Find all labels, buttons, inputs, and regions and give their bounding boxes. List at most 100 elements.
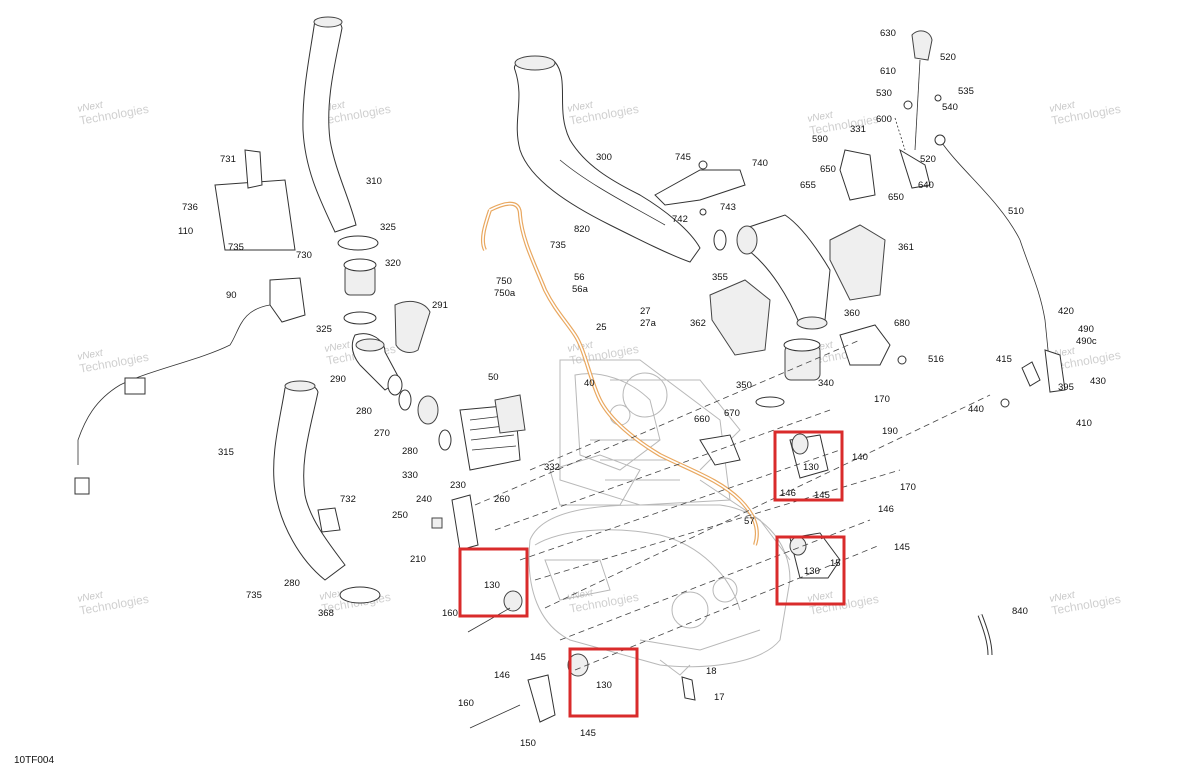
part-label: 650 <box>820 164 836 175</box>
part-label: 160 <box>442 608 458 619</box>
svg-text:vNext: vNext <box>567 99 595 114</box>
highlight-boxes <box>458 430 846 718</box>
part-label: 415 <box>996 354 1012 365</box>
part-label: 170 <box>900 482 916 493</box>
part-label: 410 <box>1076 418 1092 429</box>
part-label: 250 <box>392 510 408 521</box>
part-label: 355 <box>712 272 728 283</box>
part-label: 280 <box>356 406 372 417</box>
intake-tube-310 <box>302 16 357 233</box>
part-label: 270 <box>374 428 390 439</box>
part-label: 56a <box>572 284 589 295</box>
part-label: 280 <box>284 578 300 589</box>
part-label: 340 <box>818 378 834 389</box>
part-label: 732 <box>340 494 356 505</box>
part-label: 210 <box>410 554 426 565</box>
part-label: 745 <box>675 152 691 163</box>
part-label: 640 <box>918 180 934 191</box>
part-label: 660 <box>694 414 710 425</box>
harness-90 <box>74 277 306 495</box>
part-label: 735 <box>550 240 566 251</box>
intake-tube-315 <box>273 380 381 604</box>
part-label: 743 <box>720 202 736 213</box>
part-label: 750 <box>496 276 512 287</box>
part-label: 535 <box>958 86 974 97</box>
fittings-17-18 <box>681 676 696 701</box>
panel-362 <box>709 279 771 356</box>
linkage-415-440 <box>1000 349 1066 408</box>
part-label: 140 <box>852 452 868 463</box>
part-label: 27a <box>640 318 657 329</box>
part-label: 15 <box>830 558 841 569</box>
part-label: 130 <box>803 462 819 473</box>
part-label: 160 <box>458 698 474 709</box>
part-label: 310 <box>366 176 382 187</box>
mount-130-upper <box>789 433 829 479</box>
part-label: 540 <box>942 102 958 113</box>
svg-text:vNext: vNext <box>1049 589 1077 604</box>
bracket-732 <box>317 507 341 533</box>
part-label: 490c <box>1076 336 1097 347</box>
hose-291 <box>394 301 431 353</box>
highlight-box-130-lower <box>568 647 639 718</box>
part-label: 731 <box>220 154 236 165</box>
part-label: 130 <box>484 580 500 591</box>
part-label: 18 <box>706 666 717 677</box>
intake-duct-300 <box>514 55 701 263</box>
part-label: 361 <box>898 242 914 253</box>
svg-text:vNext: vNext <box>77 589 105 604</box>
bracket-230 <box>431 494 479 551</box>
part-label: 742 <box>672 214 688 225</box>
clamps-320-325 <box>337 235 379 325</box>
part-labels: 630 520 610 535 530 540 600 331 590 520 … <box>178 28 1106 749</box>
bracket-730 <box>214 149 296 251</box>
part-label: 840 <box>1012 606 1028 617</box>
part-label: 530 <box>876 88 892 99</box>
part-label: 145 <box>530 652 546 663</box>
part-label: 290 <box>330 374 346 385</box>
part-label: 145 <box>580 728 596 739</box>
part-label: 240 <box>416 494 432 505</box>
svg-text:vNext: vNext <box>1049 99 1077 114</box>
highlight-box-130-left <box>458 547 529 618</box>
part-label: 291 <box>432 300 448 311</box>
part-label: 146 <box>780 488 796 499</box>
bracket-740 <box>654 160 746 216</box>
part-label: 280 <box>402 446 418 457</box>
part-label: 260 <box>494 494 510 505</box>
alignment-lines <box>474 339 991 671</box>
part-label: 320 <box>385 258 401 269</box>
part-label: 331 <box>850 124 866 135</box>
shift-cable-510 <box>934 134 1061 386</box>
part-label: 150 <box>520 738 536 749</box>
wiring-harness <box>480 201 759 546</box>
intake-filter-340 <box>755 338 821 408</box>
part-label: 368 <box>318 608 334 619</box>
part-label: 17 <box>714 692 725 703</box>
part-label: 332 <box>544 462 560 473</box>
part-label: 590 <box>812 134 828 145</box>
part-label: 145 <box>814 490 830 501</box>
part-label: 750a <box>494 288 516 299</box>
part-label: 650 <box>888 192 904 203</box>
part-label: 510 <box>1008 206 1024 217</box>
part-label: 610 <box>880 66 896 77</box>
part-label: 490 <box>1078 324 1094 335</box>
svg-text:vNext: vNext <box>807 589 835 604</box>
intake-boot-360 <box>713 214 831 330</box>
part-label: 300 <box>596 152 612 163</box>
part-label: 57 <box>744 516 755 527</box>
svg-text:vNext: vNext <box>319 587 347 602</box>
part-label: 516 <box>928 354 944 365</box>
part-label: 90 <box>226 290 237 301</box>
part-label: 670 <box>724 408 740 419</box>
svg-text:vNext: vNext <box>807 109 835 124</box>
part-label: 630 <box>880 28 896 39</box>
